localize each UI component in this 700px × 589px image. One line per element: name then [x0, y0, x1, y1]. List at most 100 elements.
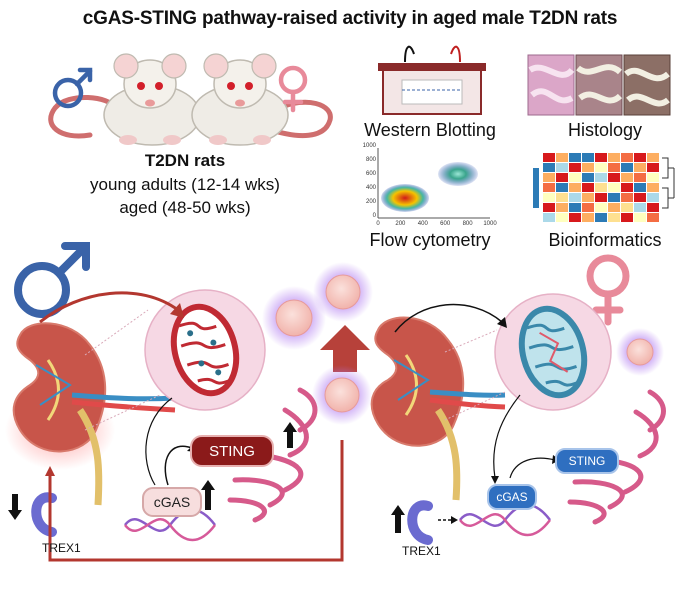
flow-x-tick: 800	[462, 221, 473, 227]
flow-y-tick: 400	[365, 185, 376, 191]
flow-y-tick: 1000	[362, 143, 376, 149]
rats-heading: T2DN rats	[144, 151, 226, 170]
heatmap-cell	[647, 193, 659, 202]
heatmap-cell	[543, 203, 555, 212]
heatmap-cell	[634, 153, 646, 162]
heatmap-cell	[543, 193, 555, 202]
heatmap-cell	[608, 183, 620, 192]
sting-up-arrow-icon	[283, 422, 297, 448]
rat-left	[48, 53, 201, 146]
heatmap-cell	[621, 203, 633, 212]
heatmap-cell	[569, 153, 581, 162]
sting-female-pill: STING	[555, 448, 619, 474]
method-bioinformatics-label: Bioinformatics	[548, 230, 662, 250]
cgas-male-pill: cGAS	[142, 487, 202, 517]
rats-aged-label: aged (48-50 wks)	[119, 198, 251, 217]
bioinformatics-heatmap	[533, 153, 675, 222]
heatmap-cell	[569, 203, 581, 212]
dna-helix-female-icon	[459, 503, 551, 537]
heatmap-cell	[582, 153, 594, 162]
flow-x-tick: 200	[395, 221, 406, 227]
heatmap-cell	[569, 213, 581, 222]
heatmap-cell	[621, 183, 633, 192]
page-title: cGAS-STING pathway-raised activity in ag…	[82, 8, 618, 29]
trex1-male-label: TREX1	[42, 541, 81, 555]
heatmap-dendrogram	[662, 157, 675, 209]
heatmap-cell	[543, 173, 555, 182]
heatmap-cell	[634, 203, 646, 212]
heatmap-cell	[556, 183, 568, 192]
cgas-up-arrow-icon	[201, 480, 215, 510]
sting-male-pill: STING	[190, 435, 274, 467]
heatmap-cell	[621, 173, 633, 182]
heatmap-cell	[556, 153, 568, 162]
trex1-male-icon	[31, 492, 57, 537]
heatmap-cell	[582, 193, 594, 202]
flow-x-tick: 1000	[483, 221, 497, 227]
heatmap-cell	[608, 173, 620, 182]
heatmap-cell	[621, 163, 633, 172]
heatmap-cell	[582, 173, 594, 182]
rats-young-label: young adults (12-14 wks)	[90, 175, 280, 194]
rat-right	[191, 53, 333, 146]
heatmap-cell	[556, 173, 568, 182]
male-symbol-large-icon	[14, 242, 90, 318]
heatmap-cell	[621, 213, 633, 222]
heatmap-cell	[608, 163, 620, 172]
heatmap-cell	[608, 193, 620, 202]
heatmap-cell	[634, 173, 646, 182]
flow-y-tick: 0	[372, 213, 376, 219]
heatmap-cell	[647, 213, 659, 222]
female-symbol-icon	[278, 65, 308, 113]
heatmap-cell	[634, 183, 646, 192]
heatmap-cell	[647, 183, 659, 192]
male-panel-artwork	[5, 242, 373, 562]
heatmap-cell	[608, 213, 620, 222]
trex1-female-icon	[407, 500, 433, 545]
heatmap-cell	[543, 183, 555, 192]
trex-down-arrow-icon	[8, 494, 22, 520]
heatmap-cell	[634, 163, 646, 172]
flow-x-tick: 600	[440, 221, 451, 227]
flow-y-tick: 600	[365, 171, 376, 177]
trex-up-arrow-icon	[391, 505, 405, 533]
flow-x-tick: 0	[376, 221, 380, 227]
heatmap-cell	[556, 193, 568, 202]
flow-cytometry-plot	[377, 148, 490, 219]
heatmap-cell	[582, 183, 594, 192]
heatmap-cell	[621, 153, 633, 162]
heatmap-cell	[569, 183, 581, 192]
method-flow-label: Flow cytometry	[369, 230, 491, 250]
heatmap-cell	[556, 213, 568, 222]
heatmap-cell	[582, 163, 594, 172]
western-blot-apparatus-icon	[378, 45, 486, 115]
heatmap-cell	[595, 203, 607, 212]
heatmap-cell	[634, 213, 646, 222]
heatmap-cell	[647, 163, 659, 172]
dna-helix-male-icon	[124, 508, 216, 542]
heatmap-cell	[543, 153, 555, 162]
histology-images	[527, 54, 671, 116]
heatmap-cell	[543, 213, 555, 222]
heatmap-cell	[608, 153, 620, 162]
heatmap-cell	[595, 183, 607, 192]
method-western-label: Western Blotting	[364, 120, 496, 140]
heatmap-cell	[634, 193, 646, 202]
heatmap-cell	[556, 163, 568, 172]
heatmap-cell	[582, 213, 594, 222]
heatmap-cell	[595, 163, 607, 172]
heatmap-cell	[569, 173, 581, 182]
trex1-female-label: TREX1	[402, 544, 441, 558]
heatmap-cell	[569, 163, 581, 172]
heatmap-cell	[647, 153, 659, 162]
heatmap-cell	[608, 203, 620, 212]
heatmap-cell	[595, 193, 607, 202]
heatmap-cell	[595, 153, 607, 162]
heatmap-cell	[543, 163, 555, 172]
flow-y-tick: 200	[365, 199, 376, 205]
method-histology-label: Histology	[567, 120, 643, 140]
heatmap-cell	[647, 203, 659, 212]
male-symbol-icon	[52, 67, 93, 109]
